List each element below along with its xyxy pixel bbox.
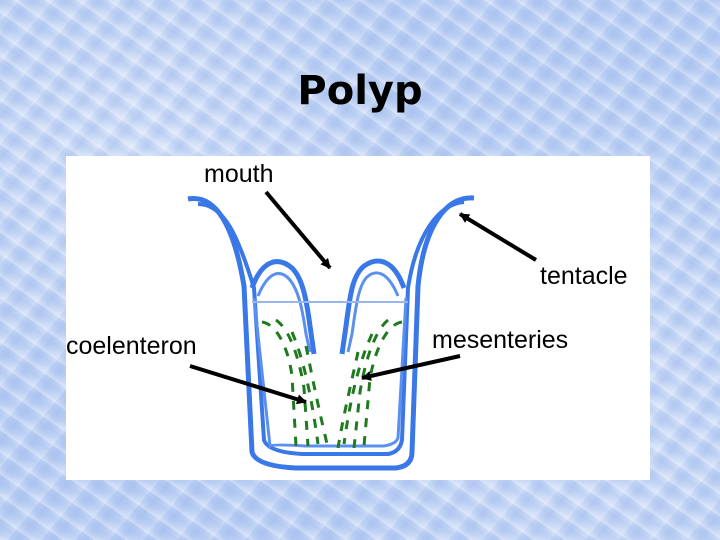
left-lip xyxy=(249,259,317,355)
mouth-label: mouth xyxy=(204,160,274,188)
mesenteries-label: mesenteries xyxy=(432,326,569,354)
slide-title: Polyp xyxy=(297,68,423,114)
polyp-diagram: mouth tentacle coelenteron mesenteries xyxy=(66,156,650,480)
inner-body-wall xyxy=(197,200,465,456)
tentacle-arrow xyxy=(458,212,538,262)
mouth-arrow xyxy=(264,190,332,270)
polyp-drawing xyxy=(187,190,538,471)
coelenteron-label: coelenteron xyxy=(66,332,197,360)
right-lip xyxy=(339,258,407,355)
left-lip-inner xyxy=(256,271,312,353)
mesenteries-lines xyxy=(261,318,403,449)
tentacle-label: tentacle xyxy=(540,262,628,290)
coelenteron-arrow xyxy=(189,364,307,405)
gut-lining xyxy=(252,297,408,450)
mesenteries-arrow xyxy=(361,354,461,381)
outer-body-wall xyxy=(187,195,475,471)
right-lip-inner xyxy=(346,271,400,353)
